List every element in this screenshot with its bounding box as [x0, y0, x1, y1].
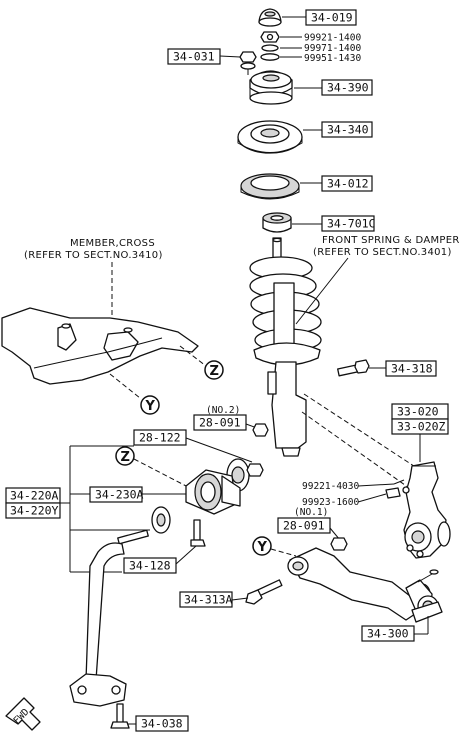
- label-99221-4030: 99221-4030: [302, 481, 359, 492]
- spring-seat: [237, 120, 303, 154]
- nut-no2: [252, 423, 269, 437]
- label-33-020z: 33-020Z: [397, 420, 446, 434]
- label-99921-1400: 99921-1400: [304, 33, 361, 44]
- marker-y-lower: Y: [252, 536, 272, 556]
- rubber-seat: [240, 173, 300, 200]
- fwd-arrow-icon: FWD: [5, 697, 41, 731]
- member-cross: [1, 307, 199, 385]
- svg-text:Y: Y: [257, 540, 268, 555]
- label-34-230a: 34-230A: [95, 488, 144, 502]
- label-34-220y: 34-220Y: [10, 504, 59, 518]
- label-28-091-no1: 28-091: [283, 519, 325, 533]
- strut-mount: [249, 70, 293, 105]
- bump-stop: [262, 212, 292, 233]
- spring-damper-assembly: [249, 237, 322, 457]
- bushing-assembly: [185, 458, 264, 515]
- nut-no1: [330, 537, 348, 551]
- label-box-34-019: [305, 9, 357, 26]
- label-box-28-122: [133, 429, 187, 446]
- label-34-220a: 34-220A: [10, 489, 59, 503]
- bolt-34-038: [110, 703, 130, 729]
- washer-2: [260, 53, 280, 61]
- label-front-spring-2: (REFER TO SECT.NO.3401): [313, 247, 452, 258]
- label-28-122: 28-122: [139, 431, 181, 445]
- svg-text:Z: Z: [121, 450, 130, 465]
- label-box-34-340: [321, 121, 373, 138]
- label-34-300: 34-300: [367, 627, 409, 641]
- label-box-34-701c: [321, 215, 375, 232]
- nut-34-031: [239, 51, 257, 75]
- label-34-128: 34-128: [129, 559, 171, 573]
- label-member-cross-1: MEMBER,CROSS: [70, 238, 155, 249]
- label-member-cross-2: (REFER TO SECT.NO.3410): [24, 250, 163, 261]
- label-34-701c: 34-701C: [327, 217, 376, 231]
- bolt-34-128: [190, 519, 206, 547]
- label-box-34-128: [123, 557, 177, 574]
- cotter-pin: [385, 479, 410, 499]
- label-34-038: 34-038: [141, 717, 183, 731]
- label-99951-1430: 99951-1430: [304, 53, 361, 64]
- label-34-031: 34-031: [173, 50, 215, 64]
- label-34-313a: 34-313A: [184, 593, 233, 607]
- marker-z-mid: Z: [115, 446, 135, 466]
- marker-z-top: Z: [204, 360, 224, 380]
- label-28-091-no2: 28-091: [199, 416, 241, 430]
- label-34-318: 34-318: [391, 362, 433, 376]
- label-34-019: 34-019: [311, 11, 353, 25]
- mount-cap: [258, 8, 282, 27]
- label-34-012: 34-012: [327, 177, 369, 191]
- label-34-340: 34-340: [327, 123, 369, 137]
- label-box-34-220y: [5, 502, 61, 519]
- label-99971-1400: 99971-1400: [304, 43, 361, 54]
- label-box-28-091-no1: [277, 517, 331, 534]
- label-box-34-318: [385, 360, 437, 377]
- label-no1: (NO.1): [294, 507, 328, 518]
- marker-y-top: Y: [140, 395, 160, 415]
- label-front-spring-1: FRONT SPRING & DAMPER: [322, 235, 460, 246]
- label-box-34-012: [321, 175, 373, 192]
- top-nut: [260, 31, 280, 43]
- tension-rod: [69, 529, 149, 707]
- label-box-34-390: [321, 79, 373, 96]
- svg-text:Z: Z: [210, 364, 219, 379]
- label-34-390: 34-390: [327, 81, 369, 95]
- washer-1: [261, 44, 279, 52]
- lower-arm: [287, 547, 443, 623]
- label-box-28-091-no2: [193, 414, 247, 431]
- arm-nut: [429, 569, 439, 575]
- label-99923-1600: 99923-1600: [302, 497, 359, 508]
- label-no2: (NO.2): [206, 405, 240, 416]
- label-33-020: 33-020: [397, 405, 439, 419]
- bolt-34-318: [337, 359, 370, 377]
- steering-knuckle: [403, 461, 451, 559]
- svg-text:Y: Y: [145, 399, 156, 414]
- bolt-34-313a: [245, 579, 283, 605]
